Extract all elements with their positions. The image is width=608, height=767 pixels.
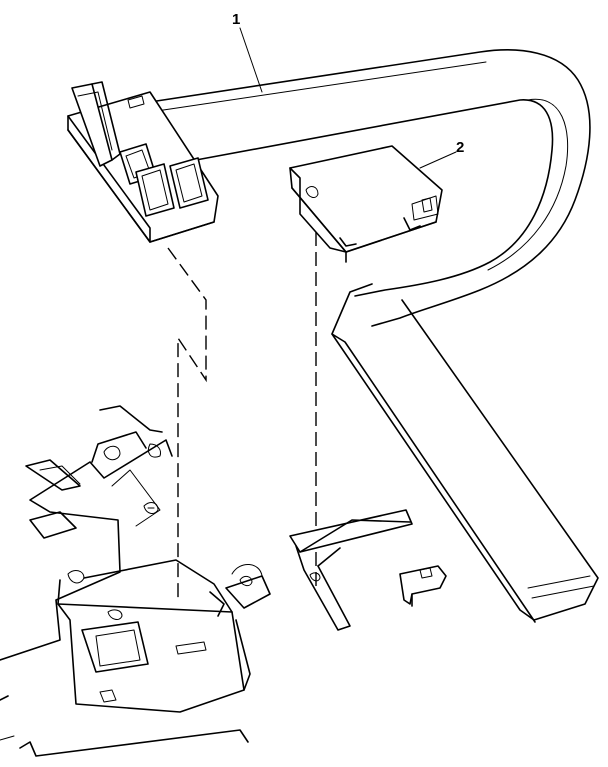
callout-label-1: 1 xyxy=(232,11,241,28)
chassis-frame xyxy=(0,405,271,757)
small-clip xyxy=(399,565,447,607)
mounting-bracket xyxy=(289,509,413,631)
connector-board xyxy=(67,81,219,243)
assembly-guide-lines xyxy=(167,232,317,600)
callout-label-2: 2 xyxy=(456,139,465,156)
cable-cover xyxy=(289,145,457,263)
flat-cable xyxy=(149,27,599,623)
